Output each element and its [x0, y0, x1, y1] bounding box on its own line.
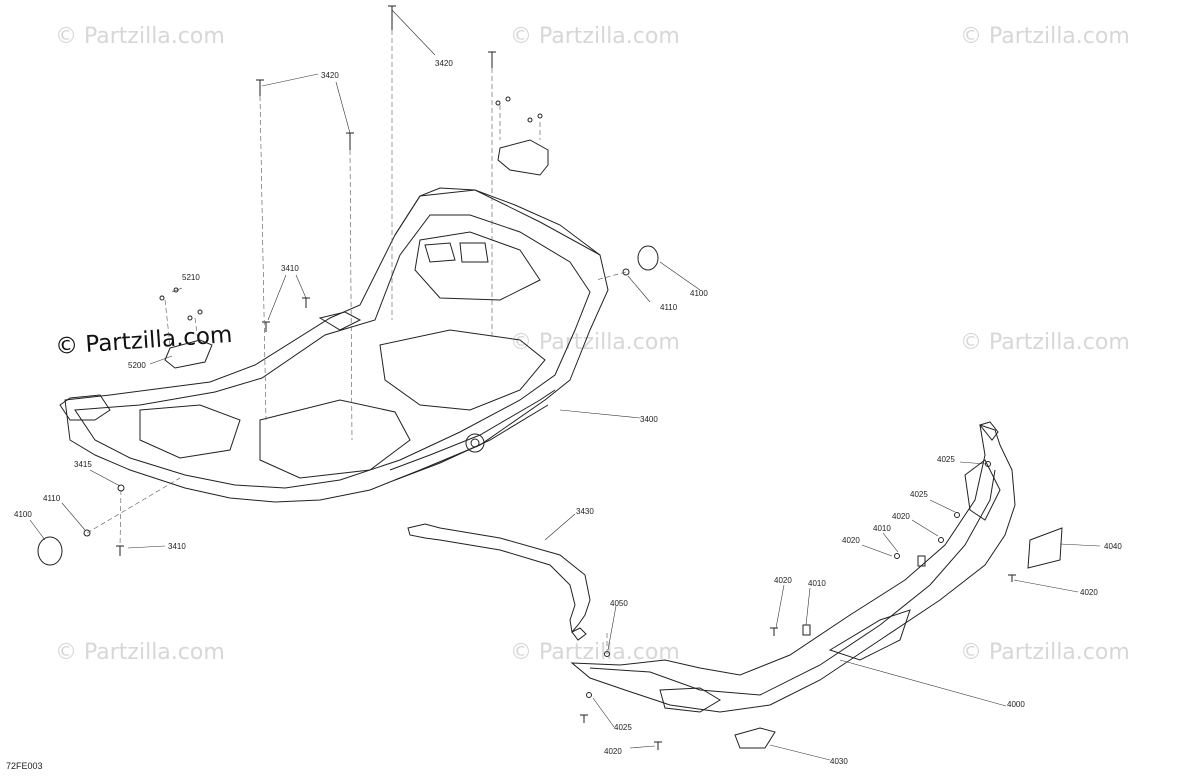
callout-4050: 4050 [610, 599, 628, 608]
diagram-reference: 72FE003 [6, 761, 43, 771]
callout-3420-a: 3420 [435, 59, 453, 68]
watermark-4: © Partzilla.com [510, 330, 680, 355]
front-bumper[interactable] [570, 421, 1016, 713]
watermark-7: © Partzilla.com [510, 640, 680, 665]
callout-4110-a: 4110 [660, 303, 678, 312]
callout-4025-b: 4025 [910, 490, 928, 499]
callout-3400: 3400 [640, 415, 658, 424]
plug-4100-left[interactable] [37, 529, 91, 566]
assembly-lines [86, 30, 627, 654]
callout-4020-a: 4020 [892, 512, 910, 521]
callout-3410-a: 3410 [281, 264, 299, 273]
bracket-5200[interactable] [164, 339, 213, 369]
callout-5200: 5200 [128, 361, 146, 370]
callout-3430: 3430 [576, 507, 594, 516]
callout-3420-b: 3420 [321, 71, 339, 80]
bracket-3430[interactable] [407, 523, 591, 641]
bracket-upper[interactable] [497, 139, 549, 176]
callout-4040: 4040 [1104, 542, 1122, 551]
callout-4020-e: 4020 [604, 747, 622, 756]
callout-4020-b: 4020 [842, 536, 860, 545]
callout-5210: 5210 [182, 273, 200, 282]
callout-4030: 4030 [830, 757, 848, 766]
bolts [116, 5, 1016, 750]
callout-4110-b: 4110 [43, 494, 61, 503]
callout-3415: 3415 [74, 460, 92, 469]
callout-4025-c: 4025 [614, 723, 632, 732]
watermark-5: © Partzilla.com [960, 330, 1130, 355]
callout-4025-a: 4025 [937, 455, 955, 464]
watermark-8: © Partzilla.com [960, 640, 1130, 665]
callout-4010-a: 4010 [873, 524, 891, 533]
plug-4100-right[interactable] [622, 245, 659, 276]
callout-labels: 3420 3420 5210 3410 5200 4100 4110 3400 … [14, 59, 1122, 766]
callout-4100-b: 4100 [14, 510, 32, 519]
callout-4020-d: 4020 [774, 576, 792, 585]
watermark-3: © Partzilla.com [960, 24, 1130, 49]
callout-4020-c: 4020 [1080, 588, 1098, 597]
callout-4100-a: 4100 [690, 289, 708, 298]
trim-4040[interactable] [1027, 527, 1063, 569]
callout-4010-b: 4010 [808, 579, 826, 588]
callout-3410-b: 3410 [168, 542, 186, 551]
watermark-1: © Partzilla.com [55, 24, 225, 49]
callout-4000: 4000 [1007, 700, 1025, 709]
watermark-6: © Partzilla.com [55, 640, 225, 665]
leader-lines [29, 9, 1101, 761]
skid-plate[interactable] [59, 187, 609, 503]
watermark-2: © Partzilla.com [510, 24, 680, 49]
trim-4030[interactable] [734, 727, 776, 749]
